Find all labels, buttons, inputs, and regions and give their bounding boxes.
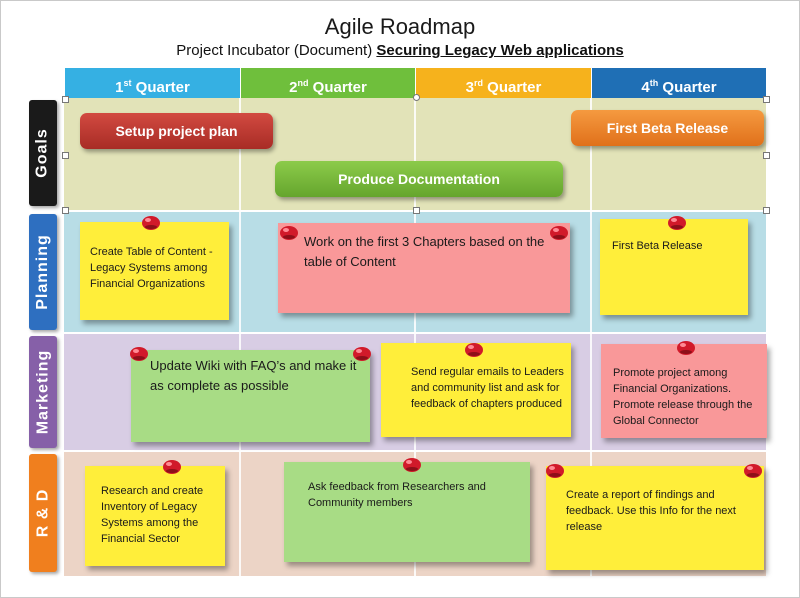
sticky-note: Create a report of findings and feedback… (546, 466, 764, 570)
selection-handle (413, 94, 420, 101)
note-text: Ask feedback from Researchers and Commun… (308, 481, 486, 509)
subtitle-emphasis: Securing Legacy Web applications (376, 42, 624, 59)
selection-handle (62, 96, 69, 103)
grid-line-q2-q3 (414, 98, 416, 576)
push-pin-icon (546, 464, 564, 478)
quarter-header-3: 3rd Quarter (416, 68, 592, 98)
grid-line-q1-q2 (239, 98, 241, 576)
goal-first-beta-release: First Beta Release (571, 110, 764, 146)
lane-label-goals: Goals (29, 100, 57, 206)
push-pin-icon (550, 226, 568, 240)
sticky-note: Update Wiki with FAQ’s and make it as co… (131, 350, 370, 442)
selection-handle (62, 207, 69, 214)
selection-handle (763, 152, 770, 159)
note-text: First Beta Release (612, 240, 703, 252)
note-text: Send regular emails to Leaders and commu… (411, 366, 564, 410)
push-pin-icon (142, 216, 160, 230)
note-text: Promote project among Financial Organiza… (613, 367, 753, 427)
sticky-note: Create Table of Content -Legacy Systems … (80, 222, 229, 320)
page-title: Agile Roadmap (324, 14, 476, 39)
push-pin-icon (677, 341, 695, 355)
note-text: Work on the first 3 Chapters based on th… (304, 234, 545, 269)
push-pin-icon (163, 460, 181, 474)
push-pin-icon (744, 464, 762, 478)
sticky-note: Ask feedback from Researchers and Commun… (284, 462, 530, 562)
selection-handle (763, 96, 770, 103)
quarter-header-2: 2nd Quarter (241, 68, 416, 98)
push-pin-icon (130, 347, 148, 361)
sticky-note: Promote project among Financial Organiza… (601, 344, 767, 438)
push-pin-icon (353, 347, 371, 361)
sticky-note: Work on the first 3 Chapters based on th… (278, 223, 570, 313)
sticky-note: Research and create Inventory of Legacy … (85, 466, 225, 566)
push-pin-icon (668, 216, 686, 230)
goal-produce-documentation: Produce Documentation (275, 161, 563, 197)
subtitle-prefix: Project Incubator (Document) (176, 42, 377, 59)
lane-label-rnd: R & D (29, 454, 57, 572)
selection-handle (413, 207, 420, 214)
grid-line-q3-q4 (590, 98, 592, 576)
lane-label-marketing: Marketing (29, 336, 57, 448)
note-text: Create a report of findings and feedback… (566, 489, 736, 533)
note-text: Create Table of Content -Legacy Systems … (90, 246, 213, 290)
selection-handle (763, 207, 770, 214)
push-pin-icon (403, 458, 421, 472)
sticky-note: First Beta Release (600, 219, 748, 315)
push-pin-icon (465, 343, 483, 357)
selection-handle (62, 152, 69, 159)
goal-setup-project-plan: Setup project plan (80, 113, 273, 149)
page-subtitle: Project Incubator (Document) Securing Le… (0, 42, 800, 59)
quarter-header-1: 1st Quarter (65, 68, 241, 98)
quarter-header-4: 4th Quarter (592, 68, 766, 98)
note-text: Update Wiki with FAQ’s and make it as co… (150, 358, 357, 393)
push-pin-icon (280, 226, 298, 240)
sticky-note: Send regular emails to Leaders and commu… (381, 343, 571, 437)
lane-label-planning: Planning (29, 214, 57, 330)
note-text: Research and create Inventory of Legacy … (101, 485, 204, 545)
